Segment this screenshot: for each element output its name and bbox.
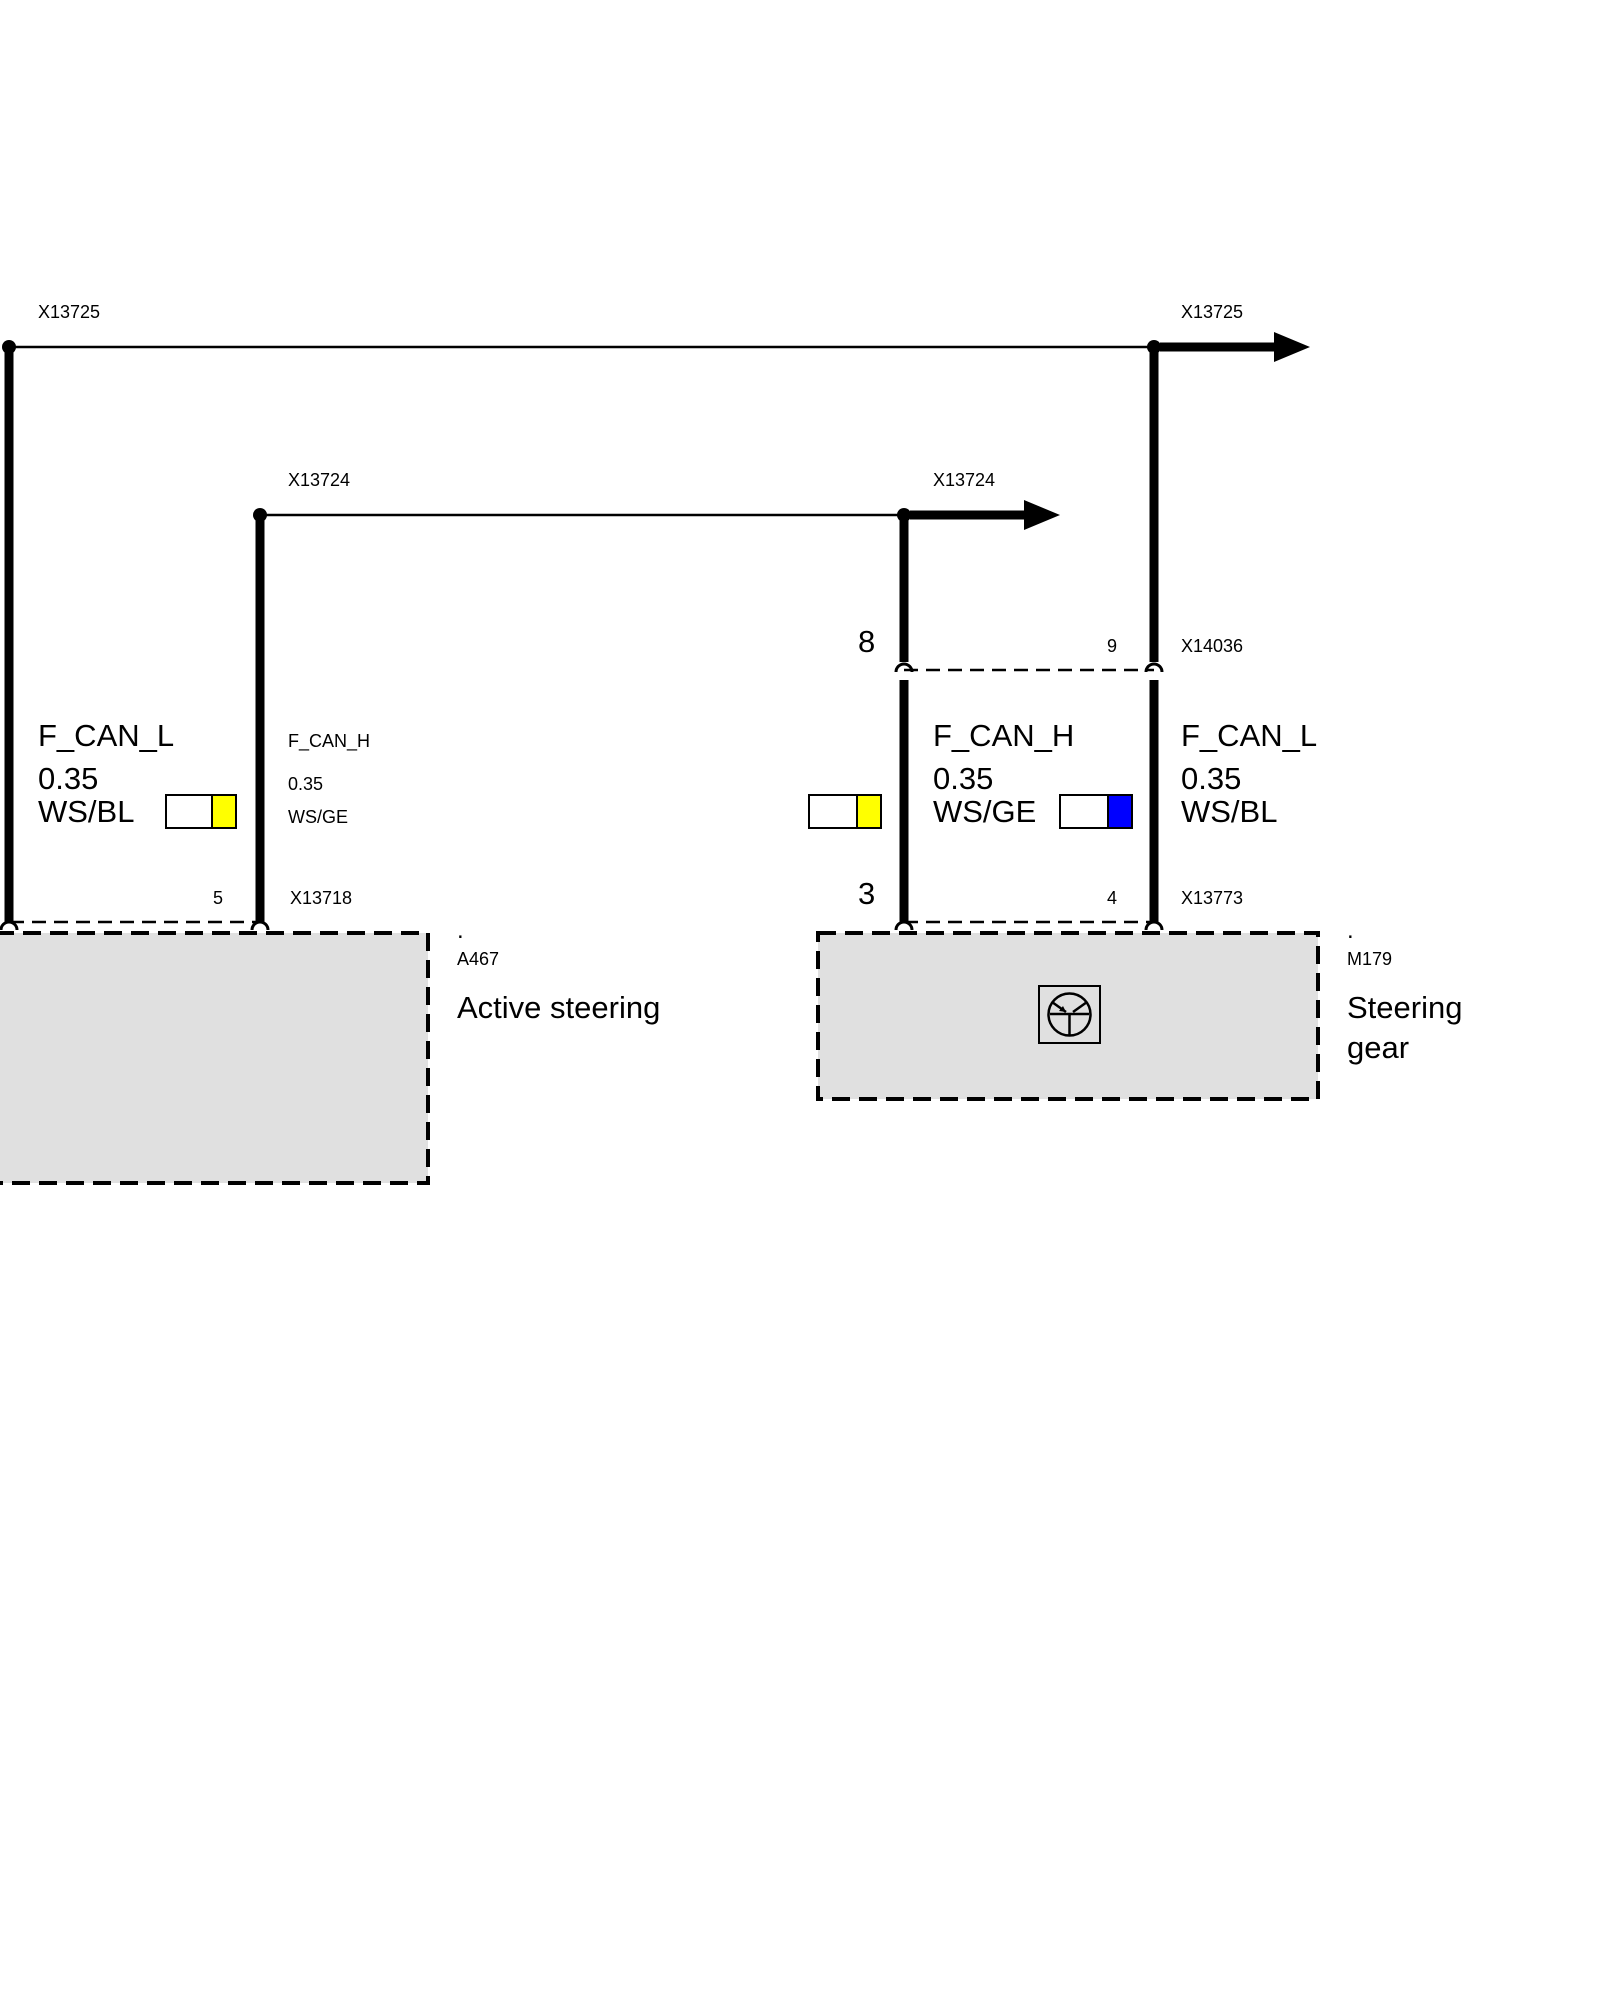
splice-label-top-left: X13725 [38, 302, 100, 322]
component-a467-name: Active steering [457, 990, 660, 1025]
wire-left-can-l-color: WS/BL [38, 794, 134, 829]
arrow-x13725 [1160, 332, 1310, 362]
wire-right-can-h-gauge: 0.35 [933, 761, 993, 796]
wire-right-can-l-color: WS/BL [1181, 794, 1277, 829]
arrow-x13724 [910, 500, 1060, 530]
wire-left-can-h-signal: F_CAN_H [288, 731, 370, 752]
swatch-right-can-h [808, 794, 882, 829]
pin-arcs [0, 662, 1164, 931]
wire-left-can-h-gauge: 0.35 [288, 774, 323, 794]
wire-left-can-h-color: WS/GE [288, 807, 348, 827]
component-m179-id: M179 [1347, 949, 1392, 969]
swatch-right-can-l [1059, 794, 1133, 829]
connector-x13718-pin: 5 [213, 888, 223, 908]
splice-dot-x13725-left [2, 340, 16, 354]
splice-dot-x13724-left [253, 508, 267, 522]
component-a467-dot: . [457, 917, 464, 944]
splice-label-top-right: X13725 [1181, 302, 1243, 322]
wire-right-can-l-gauge: 0.35 [1181, 761, 1241, 796]
connector-x13718-name: X13718 [290, 888, 352, 908]
splice-label-mid-right: X13724 [933, 470, 995, 490]
swatch-left-can-l [165, 794, 237, 829]
wire-right-can-l-signal: F_CAN_L [1181, 718, 1317, 753]
splice-dot-x13724-right [897, 508, 911, 522]
wire-left-can-l-signal: F_CAN_L [38, 718, 174, 753]
component-m179-name-line2: gear [1347, 1030, 1409, 1065]
connector-x14036-pin-right: 9 [1107, 636, 1117, 656]
wire-left-can-l-gauge: 0.35 [38, 761, 98, 796]
splice-label-mid-left: X13724 [288, 470, 350, 490]
component-a467-id: A467 [457, 949, 499, 969]
component-m179-dot: . [1347, 917, 1354, 944]
connector-x13773-pin-left: 3 [858, 876, 875, 911]
splice-dot-x13725-right [1147, 340, 1161, 354]
component-a467-box [0, 931, 430, 1185]
motor-icon [1038, 985, 1101, 1044]
connector-x14036-pin-left: 8 [858, 624, 875, 659]
wire-right-can-h-signal: F_CAN_H [933, 718, 1074, 753]
wire-right-can-h-color: WS/GE [933, 794, 1036, 829]
connector-x13773-name: X13773 [1181, 888, 1243, 908]
connector-x13773-pin-right: 4 [1107, 888, 1117, 908]
component-m179-name-line1: Steering [1347, 990, 1462, 1025]
connector-x14036-name: X14036 [1181, 636, 1243, 656]
